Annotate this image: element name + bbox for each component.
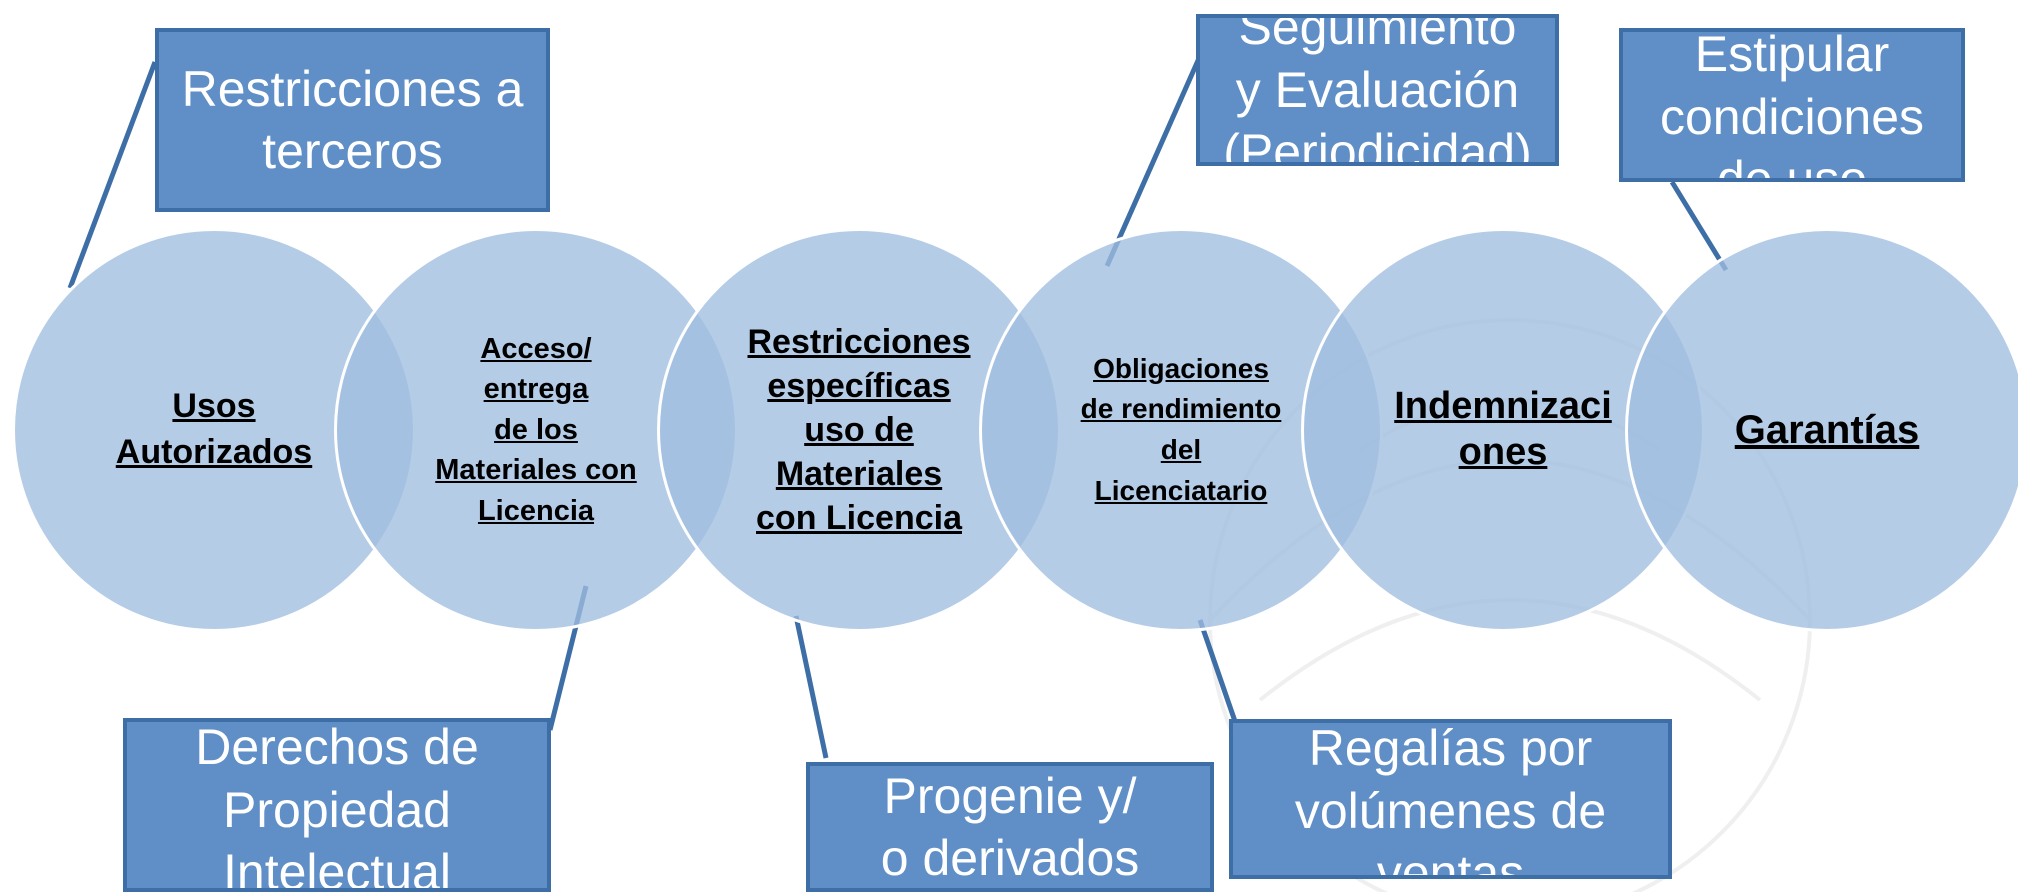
- callout-label: Estipular condiciones de uso: [1659, 28, 1925, 182]
- circle-label: Indemnizaci ones: [1394, 385, 1612, 473]
- callout-label: Regalías por volúmenes de ventas: [1294, 720, 1607, 879]
- callout-regalias-ventas: Regalías por volúmenes de ventas: [1229, 719, 1672, 879]
- callout-seguimiento-evaluacion: Seguimiento y Evaluación (Periodicidad): [1196, 14, 1559, 166]
- callout-estipular-condiciones: Estipular condiciones de uso: [1619, 28, 1965, 182]
- circle-garantias: Garantías: [1625, 228, 2018, 632]
- connector-estipular: [1669, 180, 1729, 272]
- connector-seguimiento: [1104, 54, 1203, 268]
- callout-label: Progenie y/ o derivados: [880, 767, 1140, 887]
- callout-derechos-propiedad: Derechos de Propiedad Intelectual: [123, 718, 551, 892]
- callout-label: Derechos de Propiedad Intelectual: [195, 719, 479, 892]
- circle-label: Garantías: [1734, 408, 1920, 452]
- callout-label: Seguimiento y Evaluación (Periodicidad): [1223, 14, 1532, 166]
- circle-label: Usos Autorizados: [115, 387, 313, 471]
- circle-label: Restricciones específicas uso de Materia…: [747, 322, 971, 538]
- callout-progenie-derivados: Progenie y/ o derivados: [806, 762, 1214, 892]
- circle-label: Obligaciones de rendimiento del Licencia…: [1080, 352, 1282, 506]
- connector-restricciones-terceros: [67, 61, 158, 289]
- connector-regalias: [1197, 619, 1241, 731]
- callout-label: Restricciones a terceros: [181, 60, 524, 180]
- callout-restricciones-terceros: Restricciones a terceros: [155, 28, 550, 212]
- connector-progenie: [793, 615, 829, 759]
- circle-label: Acceso/ entrega de los Materiales con Li…: [435, 332, 637, 527]
